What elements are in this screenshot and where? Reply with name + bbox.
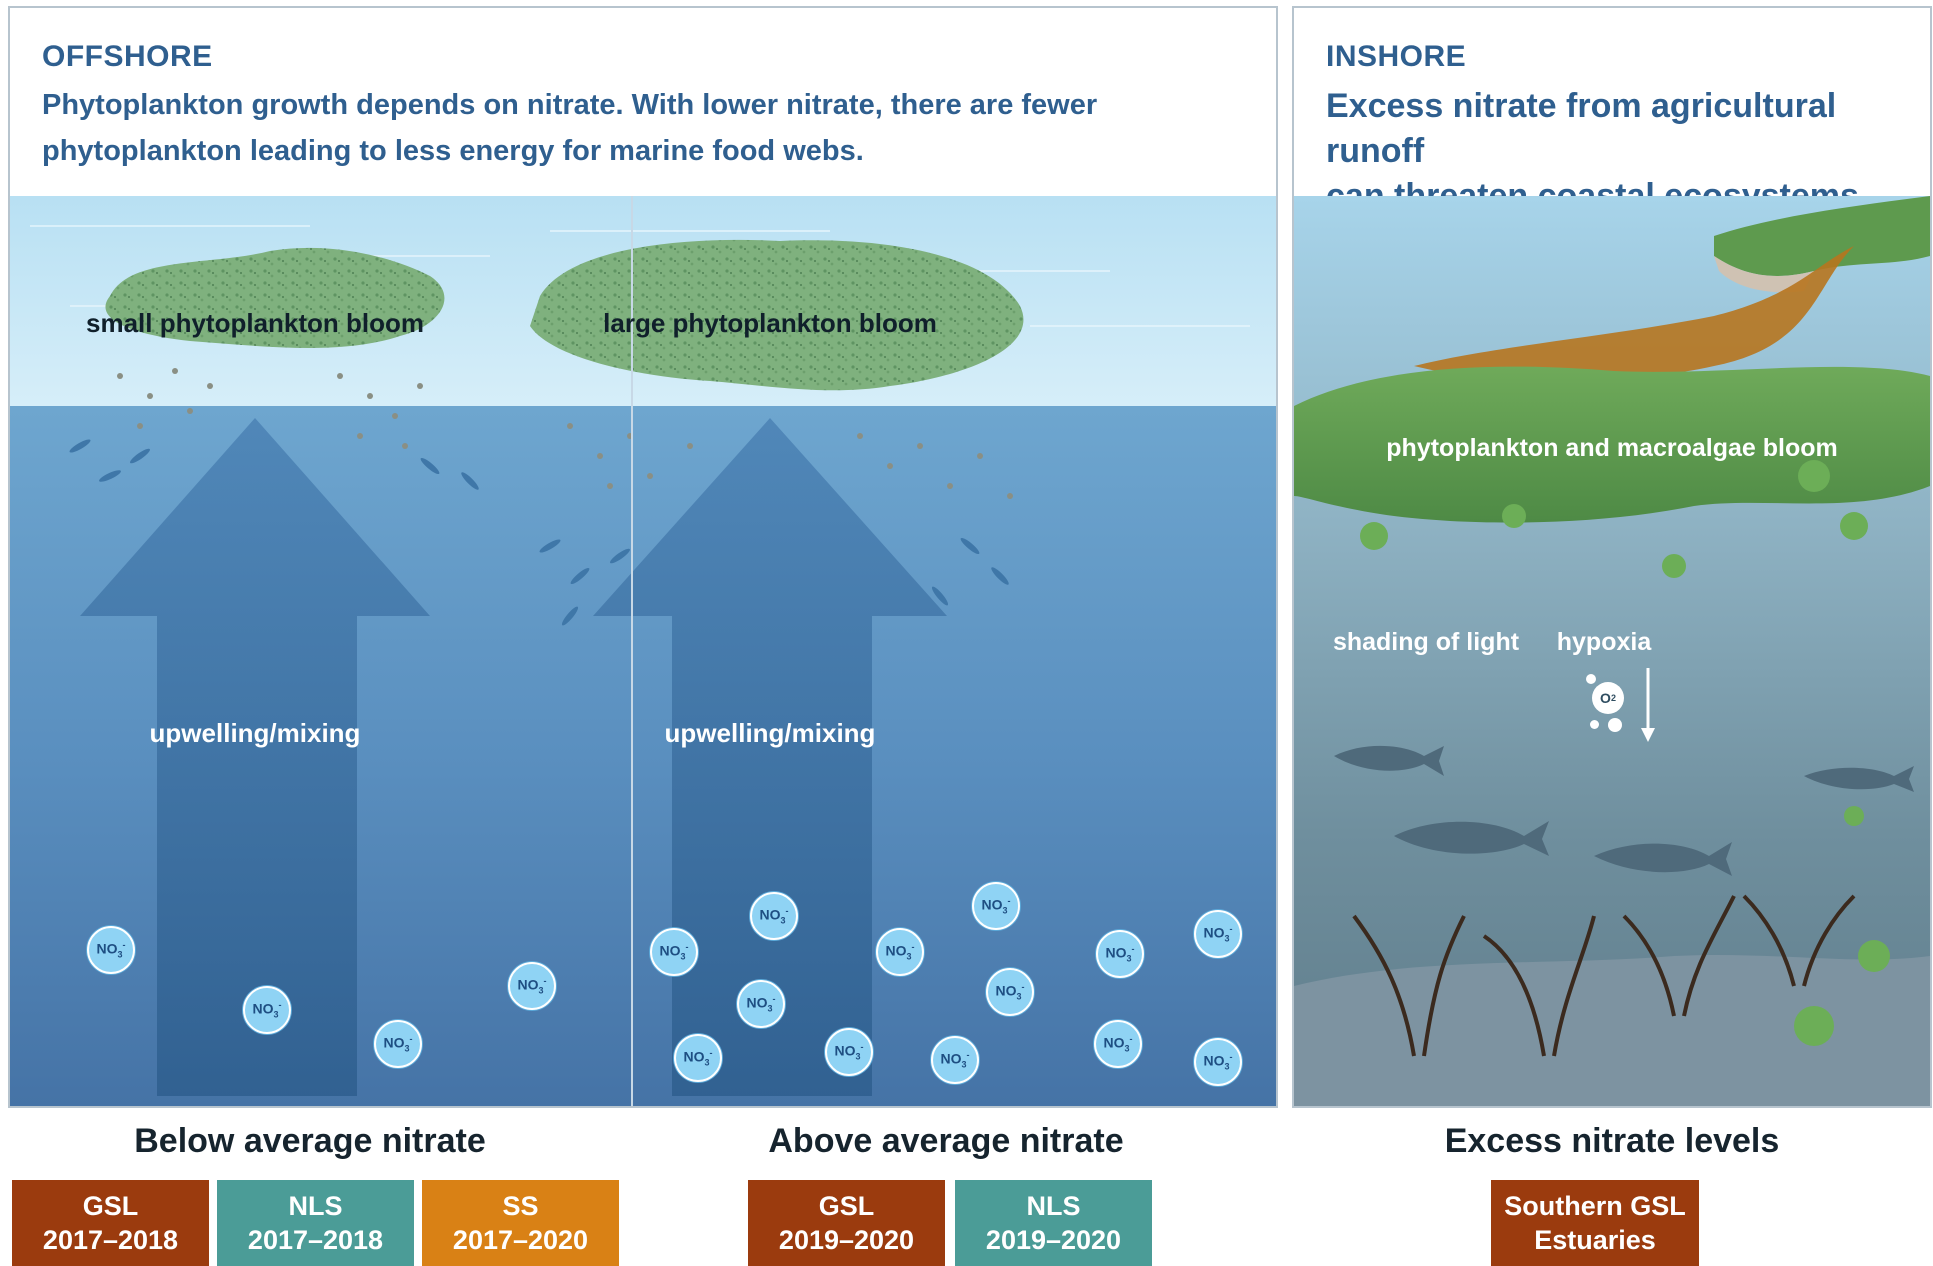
- nitrate-molecule: NO3-: [243, 986, 291, 1034]
- tag-gsl-2017-2018: GSL 2017–2018: [12, 1180, 209, 1266]
- nitrate-molecule: NO3-: [1094, 1020, 1142, 1068]
- inshore-panel: INSHORE Excess nitrate from agricultural…: [1292, 6, 1932, 1108]
- inshore-label: INSHORE: [1326, 40, 1467, 73]
- inshore-header: INSHORE Excess nitrate from agricultural…: [1294, 8, 1930, 215]
- down-arrow-icon: [1641, 668, 1655, 742]
- nitrate-molecule: NO3-: [508, 962, 556, 1010]
- nitrate-molecule: NO3-: [650, 928, 698, 976]
- large-bloom-shape: [530, 239, 1024, 391]
- tag-years: 2017–2018: [42, 1225, 179, 1255]
- tag-gsl-2019-2020: GSL 2019–2020: [748, 1180, 945, 1266]
- upwelling-arrow-right: [593, 418, 947, 1096]
- small-bloom-label: small phytoplankton bloom: [85, 308, 425, 338]
- coast-land: [1714, 196, 1930, 276]
- nitrate-molecule: NO3-: [1194, 1038, 1242, 1086]
- nitrate-molecule: NO3-: [931, 1036, 979, 1084]
- nitrate-molecule: NO3-: [825, 1028, 873, 1076]
- offshore-divider: [631, 196, 633, 1106]
- upwelling-label-right: upwelling/mixing: [664, 718, 876, 748]
- offshore-scene: small phytoplankton bloom large phytopla…: [10, 196, 1276, 1106]
- nitrate-molecule: NO3-: [876, 928, 924, 976]
- offshore-header: OFFSHORE Phytoplankton growth depends on…: [10, 8, 1276, 194]
- nitrate-molecule: NO3-: [374, 1020, 422, 1068]
- offshore-illustration: [10, 196, 1276, 1106]
- eelgrass: [1352, 894, 1856, 1057]
- tag-nls-2017-2018: NLS 2017–2018: [217, 1180, 414, 1266]
- seabed: [1294, 954, 1930, 1106]
- shading-label: shading of light: [1332, 628, 1520, 656]
- inshore-scene: phytoplankton and macroalgae bloom shadi…: [1294, 196, 1930, 1106]
- tag-years: 2019–2020: [778, 1225, 915, 1255]
- upwelling-arrow-left: [80, 418, 430, 1096]
- nitrate-molecule: NO3-: [1096, 930, 1144, 978]
- small-bloom-shape: [105, 247, 445, 348]
- caption-excess: Excess nitrate levels: [1444, 1122, 1780, 1160]
- offshore-description-line-2: phytoplankton leading to less energy for…: [42, 135, 864, 167]
- caption-above-average: Above average nitrate: [768, 1122, 1124, 1160]
- offshore-description: Phytoplankton growth depends on nitrate.…: [42, 82, 1097, 174]
- hypoxia-label: hypoxia: [1556, 628, 1652, 656]
- nitrate-molecule: NO3-: [1194, 910, 1242, 958]
- large-bloom-label: large phytoplankton bloom: [603, 308, 937, 338]
- nitrate-molecule: NO3-: [986, 968, 1034, 1016]
- offshore-label: OFFSHORE: [42, 40, 213, 73]
- coast-cliff: [1714, 256, 1814, 293]
- tag-name: GSL: [82, 1191, 139, 1221]
- fish-group: [1334, 745, 1914, 876]
- tag-nls-2019-2020: NLS 2019–2020: [955, 1180, 1152, 1266]
- tag-ss-2017-2020: SS 2017–2020: [422, 1180, 619, 1266]
- runoff-plume: [1414, 246, 1854, 381]
- offshore-description-line-1: Phytoplankton growth depends on nitrate.…: [42, 89, 1098, 121]
- tag-name: GSL: [818, 1191, 875, 1221]
- upwelling-label-left: upwelling/mixing: [149, 718, 361, 748]
- tag-name: NLS: [288, 1191, 343, 1221]
- inshore-illustration: [1294, 196, 1930, 1106]
- tag-southern-gsl-estuaries: Southern GSL Estuaries: [1491, 1180, 1699, 1266]
- nitrate-molecule: NO3-: [674, 1034, 722, 1082]
- tag-years: 2017–2018: [247, 1225, 384, 1255]
- tag-line-2: Estuaries: [1534, 1225, 1656, 1255]
- tag-line-1: Southern GSL: [1504, 1191, 1686, 1221]
- tag-name: SS: [502, 1191, 539, 1221]
- inshore-bloom-label: phytoplankton and macroalgae bloom: [1386, 434, 1838, 462]
- nitrate-molecule: NO3-: [750, 892, 798, 940]
- o2-label: O: [1600, 690, 1611, 706]
- tag-years: 2017–2020: [452, 1225, 589, 1255]
- caption-below-average: Below average nitrate: [134, 1122, 486, 1160]
- nitrate-molecule: NO3-: [972, 882, 1020, 930]
- inshore-description-line-1: Excess nitrate from agricultural runoff: [1326, 87, 1837, 170]
- inshore-bloom-shape: [1294, 366, 1930, 523]
- nitrate-molecule: NO3-: [737, 980, 785, 1028]
- nitrate-molecule: NO3-: [87, 926, 135, 974]
- tag-name: NLS: [1026, 1191, 1081, 1221]
- offshore-panel: OFFSHORE Phytoplankton growth depends on…: [8, 6, 1278, 1108]
- tag-years: 2019–2020: [985, 1225, 1122, 1255]
